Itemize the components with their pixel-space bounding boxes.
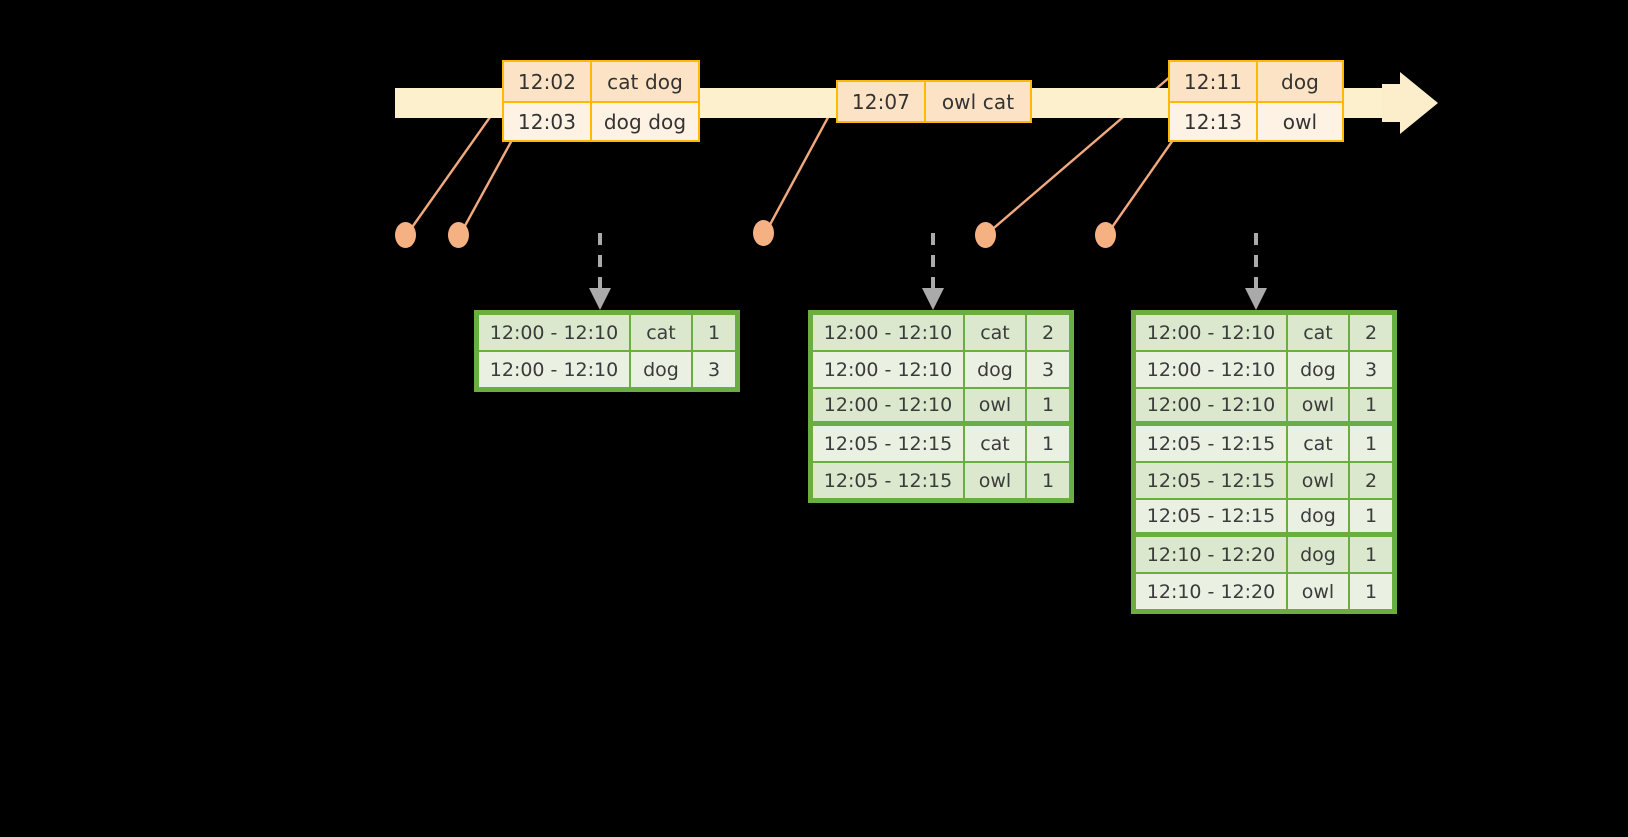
window-cell: 12:05 - 12:15 — [813, 463, 963, 498]
event-words: owl — [1256, 103, 1342, 140]
flow-arrow-heads — [589, 288, 1267, 310]
window-cell: 12:10 - 12:20 — [1136, 574, 1286, 609]
event-row[interactable]: 12:03 dog dog — [504, 101, 698, 140]
count-cell: 3 — [1350, 352, 1392, 387]
window-cell: 12:00 - 12:10 — [479, 315, 629, 350]
count-cell: 1 — [1350, 574, 1392, 609]
word-cell: cat — [1288, 315, 1348, 350]
count-cell: 1 — [1350, 500, 1392, 532]
count-cell: 2 — [1027, 315, 1069, 350]
event-dot-1203 — [448, 222, 469, 248]
window-cell: 12:05 - 12:15 — [1136, 426, 1286, 461]
window-cell: 12:00 - 12:10 — [479, 352, 629, 387]
count-cell: 1 — [1350, 426, 1392, 461]
word-cell: dog — [1288, 500, 1348, 532]
window-cell: 12:00 - 12:10 — [1136, 315, 1286, 350]
event-words: owl cat — [924, 82, 1030, 121]
event-row[interactable]: 12:13 owl — [1170, 101, 1342, 140]
window-cell: 12:10 - 12:20 — [1136, 537, 1286, 572]
event-row[interactable]: 12:11 dog — [1170, 62, 1342, 101]
flow-arrow-head-2 — [922, 288, 944, 310]
timeline-arrow-shaft — [1382, 84, 1404, 122]
count-cell: 1 — [1027, 463, 1069, 498]
leader-line-1213 — [1107, 129, 1181, 234]
event-words: dog — [1256, 62, 1342, 101]
window-cell: 12:00 - 12:10 — [813, 389, 963, 421]
event-dot-1211 — [975, 222, 996, 248]
word-cell: cat — [631, 315, 691, 350]
leader-line-1203 — [459, 139, 514, 234]
event-row[interactable]: 12:07 owl cat — [838, 82, 1030, 121]
window-cell: 12:05 - 12:15 — [1136, 500, 1286, 532]
event-time: 12:07 — [838, 82, 924, 121]
word-cell: cat — [965, 315, 1025, 350]
event-group-2[interactable]: 12:07 owl cat — [836, 80, 1032, 123]
count-cell: 1 — [1027, 389, 1069, 421]
count-cell: 1 — [1350, 389, 1392, 421]
flow-arrow-head-3 — [1245, 288, 1267, 310]
word-cell: cat — [1288, 426, 1348, 461]
word-cell: owl — [965, 463, 1025, 498]
word-cell: owl — [1288, 463, 1348, 498]
word-cell: owl — [1288, 389, 1348, 421]
count-cell: 1 — [693, 315, 735, 350]
window-cell: 12:05 - 12:15 — [813, 426, 963, 461]
window-cell: 12:00 - 12:10 — [813, 352, 963, 387]
flow-arrows — [598, 233, 1258, 288]
window-cell: 12:00 - 12:10 — [1136, 389, 1286, 421]
event-dot-1213 — [1095, 222, 1116, 248]
word-cell: dog — [1288, 352, 1348, 387]
event-dot-1207 — [753, 220, 774, 246]
event-time: 12:02 — [504, 62, 590, 101]
word-cell: owl — [1288, 574, 1348, 609]
word-cell: dog — [1288, 537, 1348, 572]
event-group-3[interactable]: 12:11 dog 12:13 owl — [1168, 60, 1344, 142]
word-cell: cat — [965, 426, 1025, 461]
event-group-1[interactable]: 12:02 cat dog 12:03 dog dog — [502, 60, 700, 142]
event-words: cat dog — [590, 62, 698, 101]
count-cell: 3 — [1027, 352, 1069, 387]
count-cell: 2 — [1350, 463, 1392, 498]
word-cell: owl — [965, 389, 1025, 421]
event-words: dog dog — [590, 103, 698, 140]
timeline-arrow-head-icon — [1400, 72, 1438, 134]
event-time: 12:13 — [1170, 103, 1256, 140]
word-cell: dog — [965, 352, 1025, 387]
window-cell: 12:05 - 12:15 — [1136, 463, 1286, 498]
count-cell: 3 — [693, 352, 735, 387]
event-row[interactable]: 12:02 cat dog — [504, 62, 698, 101]
flow-arrow-head-1 — [589, 288, 611, 310]
word-cell: dog — [631, 352, 691, 387]
count-cell: 1 — [1350, 537, 1392, 572]
event-time: 12:11 — [1170, 62, 1256, 101]
event-dot-1202 — [395, 222, 416, 248]
count-cell: 2 — [1350, 315, 1392, 350]
window-cell: 12:00 - 12:10 — [1136, 352, 1286, 387]
event-time: 12:03 — [504, 103, 590, 140]
count-cell: 1 — [1027, 426, 1069, 461]
window-cell: 12:00 - 12:10 — [813, 315, 963, 350]
